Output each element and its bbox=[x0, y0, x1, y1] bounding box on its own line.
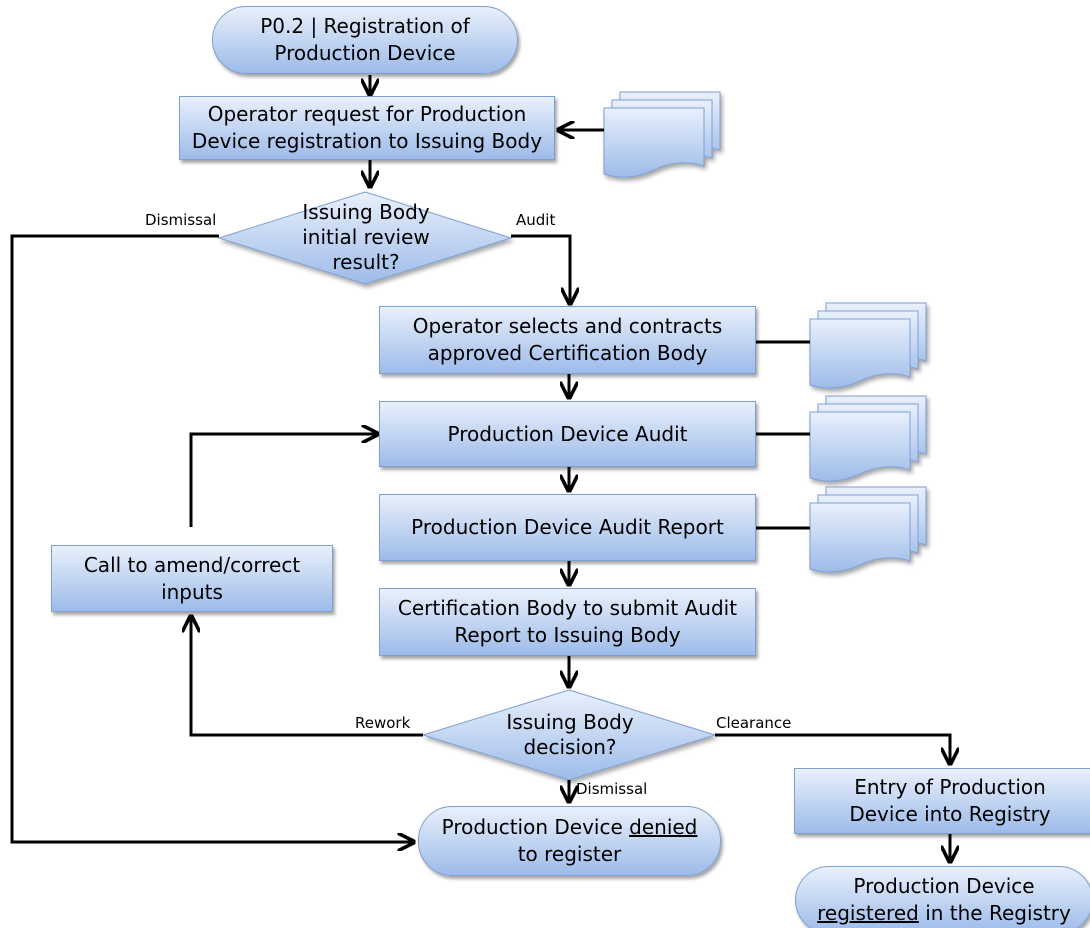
document-stack-icon bbox=[603, 91, 721, 178]
connector bbox=[10, 234, 412, 842]
registered-emphasis: registered bbox=[817, 901, 919, 925]
decision-text: Issuing Body decision? bbox=[506, 710, 634, 759]
operator-request-text: Operator request for Production Device r… bbox=[191, 102, 543, 153]
denied-node-text: Production Device denied to register bbox=[441, 815, 698, 866]
document-stack-icon bbox=[809, 486, 927, 573]
audit-label: Audit bbox=[516, 211, 556, 229]
amend-inputs-box: Call to amend/correct inputs bbox=[51, 545, 333, 612]
registered-node: Production Device registered in the Regi… bbox=[795, 866, 1090, 928]
production-device-audit-text: Production Device Audit bbox=[447, 421, 688, 446]
submit-report-text: Certification Body to submit Audit Repor… bbox=[397, 596, 738, 647]
registered-node-text: Production Device registered in the Regi… bbox=[817, 874, 1071, 925]
audit-report-box: Production Device Audit Report bbox=[379, 494, 756, 561]
registry-entry-text: Entry of Production Device into Registry bbox=[849, 775, 1051, 826]
production-device-audit-box: Production Device Audit bbox=[379, 401, 756, 467]
dismissal-top-label: Dismissal bbox=[145, 211, 217, 229]
denied-node: Production Device denied to register bbox=[418, 806, 721, 876]
start-node-text: P0.2 | Registration of Production Device bbox=[260, 14, 470, 65]
initial-review-text: Issuing Body initial review result? bbox=[302, 199, 430, 274]
rework-label: Rework bbox=[355, 714, 411, 732]
submit-report-box: Certification Body to submit Audit Repor… bbox=[379, 588, 756, 656]
registry-entry-box: Entry of Production Device into Registry bbox=[794, 768, 1090, 834]
dismissal-bottom-label: Dismissal bbox=[576, 780, 648, 798]
connector bbox=[511, 234, 570, 302]
initial-review-diamond bbox=[217, 191, 513, 285]
operator-request-box: Operator request for Production Device r… bbox=[179, 96, 555, 160]
document-stack-icon bbox=[809, 302, 927, 389]
clearance-label: Clearance bbox=[716, 714, 792, 732]
connector bbox=[189, 434, 376, 527]
select-certification-body-text: Operator selects and contracts approved … bbox=[412, 314, 723, 365]
document-stack-icon bbox=[809, 395, 927, 482]
select-certification-body-box: Operator selects and contracts approved … bbox=[379, 306, 756, 374]
connector bbox=[191, 618, 423, 737]
start-node: P0.2 | Registration of Production Device bbox=[212, 6, 518, 74]
denied-emphasis: denied bbox=[629, 815, 698, 839]
connector bbox=[715, 733, 950, 762]
audit-report-text: Production Device Audit Report bbox=[411, 515, 724, 539]
amend-inputs-text: Call to amend/correct inputs bbox=[83, 552, 301, 604]
